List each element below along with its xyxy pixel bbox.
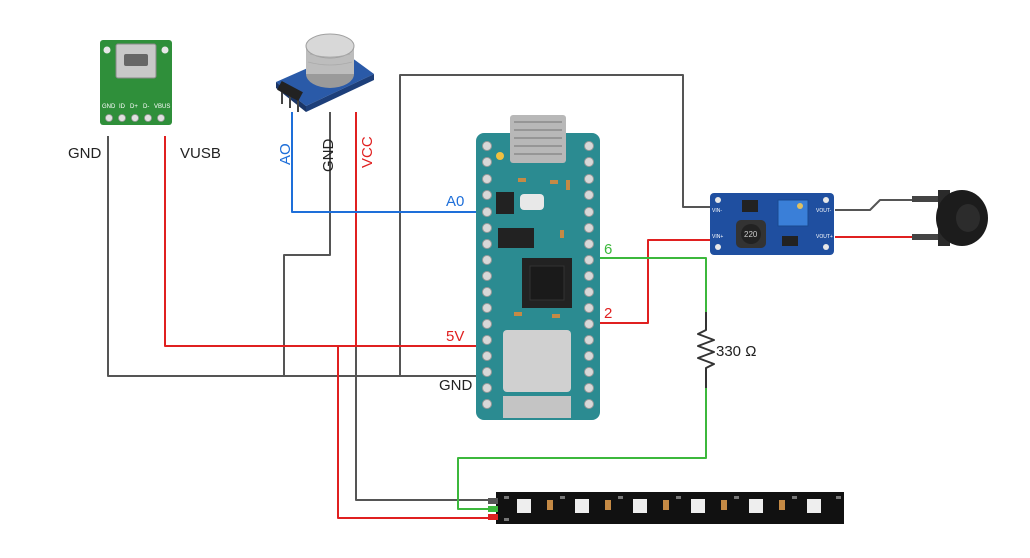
usb-pin-label: D+ <box>130 104 138 110</box>
resistor-strip-wire <box>457 388 707 510</box>
usb-pin-label: VBUS <box>154 104 170 110</box>
arduino-gnd-label: GND <box>439 377 473 394</box>
usb-breakout-module: GND ID D+ D- VBUS <box>100 40 172 125</box>
boost-pin-label: VOUT- <box>816 208 832 214</box>
arduino-d6-label: 6 <box>604 241 612 258</box>
usb-pin-labels: GND ID D+ D- VBUS <box>102 104 170 110</box>
led-strip <box>488 492 844 524</box>
usb-pin-label: ID <box>119 104 126 110</box>
sensor-gnd-label: GND <box>320 139 337 173</box>
boost-gnd-wire <box>399 74 712 376</box>
arduino-a0-label: A0 <box>446 193 464 210</box>
usb-gnd-label: GND <box>68 145 102 162</box>
usb-pin-label: GND <box>102 104 116 110</box>
strip-gnd-wire <box>355 346 498 501</box>
strip-5v-wire <box>337 346 498 519</box>
usb-vusb-wire <box>164 136 480 347</box>
led-strip-leds <box>504 496 841 521</box>
arduino-5v-label: 5V <box>446 328 464 345</box>
usb-pin-label: D- <box>143 104 149 110</box>
resistor-330-ohm <box>697 312 715 388</box>
gas-sensor-module <box>276 33 374 112</box>
arduino-right-pins <box>584 141 594 409</box>
boost-pin-label: VIN- <box>712 208 722 214</box>
arduino-d2-label: 2 <box>604 305 612 322</box>
pin6-data-wire <box>598 257 707 312</box>
resistor-label: 330 Ω <box>716 343 756 360</box>
wires <box>107 74 912 519</box>
arduino-nano-board <box>476 115 600 420</box>
sensor-gnd-wire <box>283 112 331 376</box>
arduino-left-pins <box>482 141 492 409</box>
boost-converter-module: 220 VIN- VIN+ VOUT- VOUT+ <box>710 193 834 255</box>
labels: GND VUSB AO GND VCC A0 5V GND 6 2 330 Ω <box>68 136 756 394</box>
boost-pin-label: VOUT+ <box>816 234 833 240</box>
buzzer <box>912 190 988 246</box>
usb-vusb-label: VUSB <box>180 145 221 162</box>
pin2-boost-wire <box>598 239 712 324</box>
inductor-label: 220 <box>744 230 758 239</box>
boost-pin-label: VIN+ <box>712 234 723 240</box>
sensor-ao-wire <box>291 112 480 213</box>
buzzer-gnd-wire <box>835 199 912 211</box>
sensor-ao-label: AO <box>277 143 294 165</box>
sensor-vcc-label: VCC <box>359 136 376 168</box>
